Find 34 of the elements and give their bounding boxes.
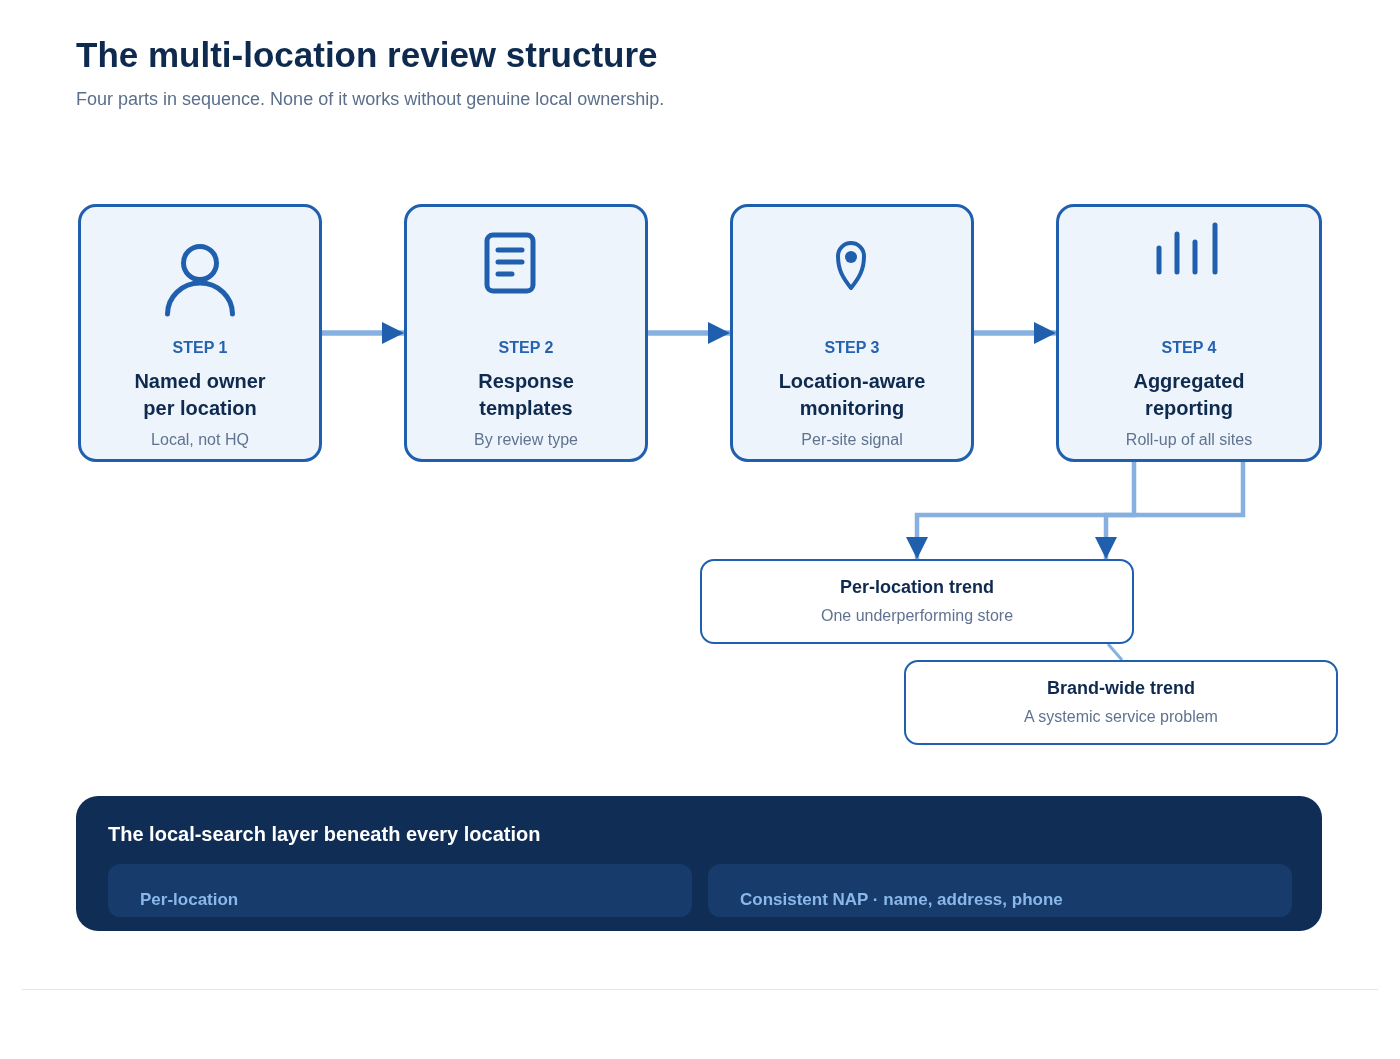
step-note: Per-site signal (801, 430, 903, 450)
tile-text: Per-location (140, 889, 239, 911)
outcome-title: Brand-wide trend (1047, 677, 1195, 700)
arrow (322, 322, 404, 344)
outcome-card (904, 660, 1338, 745)
outcome-note: A systemic service problem (1024, 707, 1218, 727)
step-card (1056, 204, 1322, 462)
arrow (648, 322, 730, 344)
subtitle-text: Four parts in sequence. None of it works without genuine local ownership. (76, 88, 665, 110)
info-panel (76, 796, 1322, 931)
outcome-card (700, 559, 1134, 644)
step-title: Named owner per location (133, 369, 267, 421)
step-title: Aggregated reporting (1132, 369, 1246, 421)
step-card (404, 204, 648, 462)
step-label: STEP 2 (498, 338, 554, 358)
step-label: STEP 1 (172, 338, 228, 358)
step-note: By review type (473, 430, 578, 450)
arrow (906, 462, 1137, 559)
step-title: Location-aware monitoring (777, 369, 927, 421)
tile-text: Consistent NAP · name, address, phone (740, 889, 1063, 911)
connector-line (1106, 643, 1124, 661)
panel-heading: The local-search layer beneath every location (108, 822, 541, 847)
step-note: Roll-up of all sites (1125, 430, 1253, 450)
arrow (1095, 462, 1246, 559)
outcome-title: Per-location trend (840, 576, 994, 599)
step-label: STEP 4 (1161, 338, 1217, 358)
step-note: Local, not HQ (151, 430, 249, 450)
step-title: Response templates (477, 369, 575, 421)
step-label: STEP 3 (824, 338, 880, 358)
step-card (730, 204, 974, 462)
diagram-title: The multi-location review structure (76, 34, 658, 76)
step-card (78, 204, 322, 462)
arrow (974, 322, 1056, 344)
outcome-note: One underperforming store (820, 606, 1014, 626)
